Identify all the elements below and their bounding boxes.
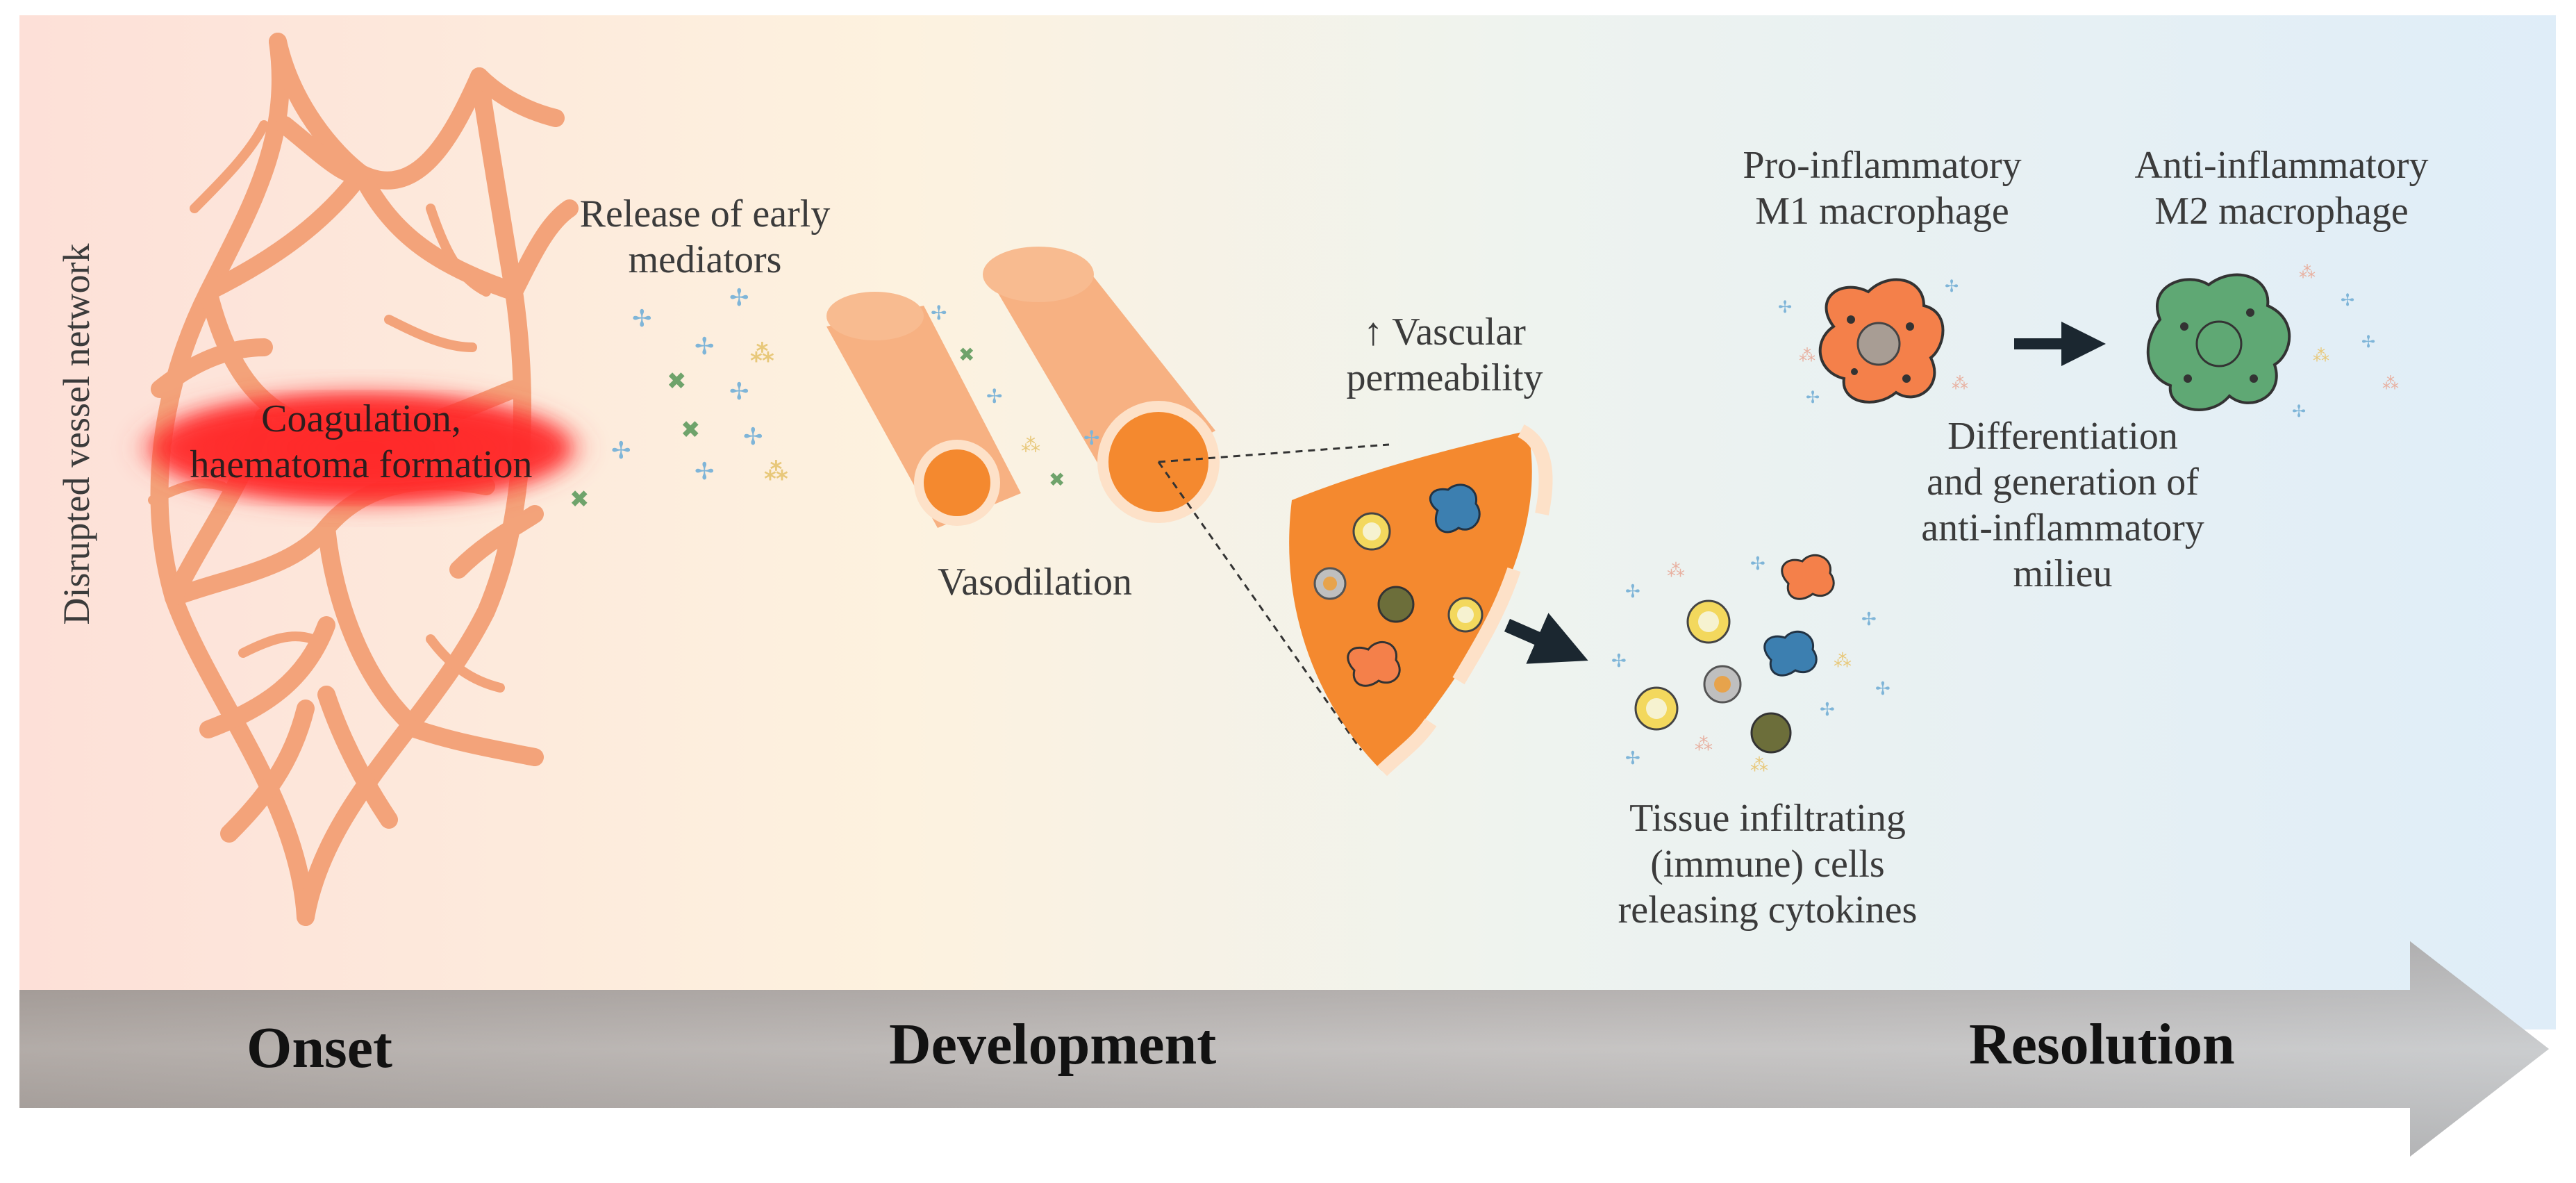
svg-text:⁂: ⁂ bbox=[1750, 755, 1768, 776]
tissue-line2: (immune) cells bbox=[1650, 843, 1885, 886]
svg-text:⁂: ⁂ bbox=[1799, 346, 1815, 365]
svg-text:⁂: ⁂ bbox=[1952, 374, 1968, 393]
m2-macrophage bbox=[2146, 273, 2291, 411]
svg-text:✢: ✢ bbox=[1875, 679, 1891, 700]
svg-text:✢: ✢ bbox=[611, 437, 631, 465]
svg-text:✢: ✢ bbox=[1806, 388, 1820, 407]
svg-text:✢: ✢ bbox=[695, 458, 715, 486]
m2-line1: Anti-inflammatory bbox=[2134, 144, 2429, 187]
zoom-lines bbox=[1157, 443, 1390, 751]
svg-text:⁂: ⁂ bbox=[2299, 263, 2316, 282]
m1-label: Pro-inflammatory M1 macrophage bbox=[1743, 142, 2021, 234]
m1-particles: ✢ ⁂ ✢ ⁂ ✢ bbox=[1778, 276, 1968, 407]
svg-text:✢: ✢ bbox=[931, 301, 947, 324]
coagulation-label: Coagulation, haematoma formation bbox=[190, 396, 533, 488]
tissue-line1: Tissue infiltrating bbox=[1629, 797, 1906, 840]
diff-line2: and generation of bbox=[1927, 461, 2199, 504]
svg-text:⁂: ⁂ bbox=[1834, 651, 1852, 672]
svg-text:✢: ✢ bbox=[695, 333, 715, 361]
svg-text:✖: ✖ bbox=[667, 367, 687, 395]
svg-text:✢: ✢ bbox=[1625, 581, 1640, 602]
mediators-line1: Release of early bbox=[579, 192, 831, 235]
svg-text:✖: ✖ bbox=[958, 343, 974, 366]
vasodilation-label: Vasodilation bbox=[938, 561, 1132, 604]
svg-text:✢: ✢ bbox=[1083, 427, 1099, 449]
tissue-cells bbox=[1634, 554, 1835, 754]
m2-line2: M2 macrophage bbox=[2154, 190, 2409, 233]
svg-text:✢: ✢ bbox=[2292, 402, 2306, 421]
diff-line3: anti-inflammatory bbox=[1921, 506, 2204, 550]
m1-line1: Pro-inflammatory bbox=[1743, 144, 2022, 187]
permeability-label: ↑ Vascular permeability bbox=[1346, 309, 1543, 401]
m1-line2: M1 macrophage bbox=[1755, 190, 2009, 233]
background-panel bbox=[19, 15, 2556, 1029]
tissue-label: Tissue infiltrating (immune) cells relea… bbox=[1618, 795, 1918, 933]
permeability-wedge bbox=[1289, 424, 1553, 777]
stage-onset: Onset bbox=[247, 1016, 392, 1080]
svg-text:✢: ✢ bbox=[1820, 700, 1835, 720]
stage-resolution: Resolution bbox=[1969, 1012, 2235, 1077]
svg-text:✢: ✢ bbox=[1750, 554, 1765, 574]
diff-line1: Differentiation bbox=[1947, 415, 2178, 458]
svg-text:⁂: ⁂ bbox=[2313, 346, 2329, 365]
svg-text:⁂: ⁂ bbox=[764, 458, 788, 486]
stage-development: Development bbox=[889, 1012, 1217, 1077]
svg-text:⁂: ⁂ bbox=[1021, 433, 1040, 456]
svg-text:✢: ✢ bbox=[1611, 651, 1627, 672]
svg-text:✢: ✢ bbox=[729, 378, 749, 406]
svg-text:✢: ✢ bbox=[1945, 276, 1959, 296]
svg-text:✢: ✢ bbox=[1778, 297, 1792, 317]
svg-text:✢: ✢ bbox=[2361, 332, 2375, 351]
svg-text:✢: ✢ bbox=[743, 423, 763, 451]
svg-text:✢: ✢ bbox=[729, 284, 749, 312]
m2-label: Anti-inflammatory M2 macrophage bbox=[2134, 142, 2428, 234]
svg-text:✢: ✢ bbox=[2341, 290, 2354, 310]
svg-text:⁂: ⁂ bbox=[750, 340, 774, 367]
mediator-particles-early: ✢ ✢ ✖ ✢ ⁂ ✖ ✢ ⁂ ✢ ✢ ✖ ✢ bbox=[570, 284, 788, 513]
svg-text:⁂: ⁂ bbox=[1695, 734, 1713, 755]
mediators-label: Release of early mediators bbox=[580, 191, 831, 283]
svg-text:⁂: ⁂ bbox=[1667, 561, 1685, 581]
differentiation-label: Differentiation and generation of anti-i… bbox=[1921, 413, 2204, 597]
cytokine-particles: ✢ ⁂ ✢ ✢ ⁂ ✢ ⁂ ✢ ✢ ⁂ ✢ bbox=[1611, 554, 1891, 776]
svg-text:✢: ✢ bbox=[1625, 748, 1640, 769]
svg-text:⁂: ⁂ bbox=[2382, 374, 2399, 393]
m2-particles: ⁂ ✢ ⁂ ✢ ✢ ⁂ bbox=[2292, 263, 2399, 421]
coagulation-line1: Coagulation, bbox=[261, 397, 461, 440]
svg-text:✢: ✢ bbox=[632, 305, 652, 333]
tissue-line3: releasing cytokines bbox=[1618, 888, 1918, 932]
m1-macrophage bbox=[1818, 278, 1945, 404]
svg-text:✖: ✖ bbox=[570, 486, 590, 513]
svg-text:✖: ✖ bbox=[681, 416, 701, 444]
permeability-line2: permeability bbox=[1346, 356, 1543, 400]
mediators-line2: mediators bbox=[628, 238, 782, 282]
svg-text:✢: ✢ bbox=[986, 385, 1002, 408]
diff-line4: milieu bbox=[2013, 552, 2113, 596]
svg-text:✢: ✢ bbox=[1861, 609, 1877, 630]
arrow-to-tissue bbox=[1504, 613, 1588, 664]
coagulation-line2: haematoma formation bbox=[190, 443, 533, 487]
svg-text:✖: ✖ bbox=[1049, 468, 1065, 491]
permeability-line1: ↑ Vascular bbox=[1363, 311, 1526, 354]
mediator-particles-tubes: ✢ ✖ ✢ ⁂ ✖ ✢ bbox=[931, 301, 1099, 491]
vessel-side-label: Disrupted vessel network bbox=[56, 243, 97, 625]
